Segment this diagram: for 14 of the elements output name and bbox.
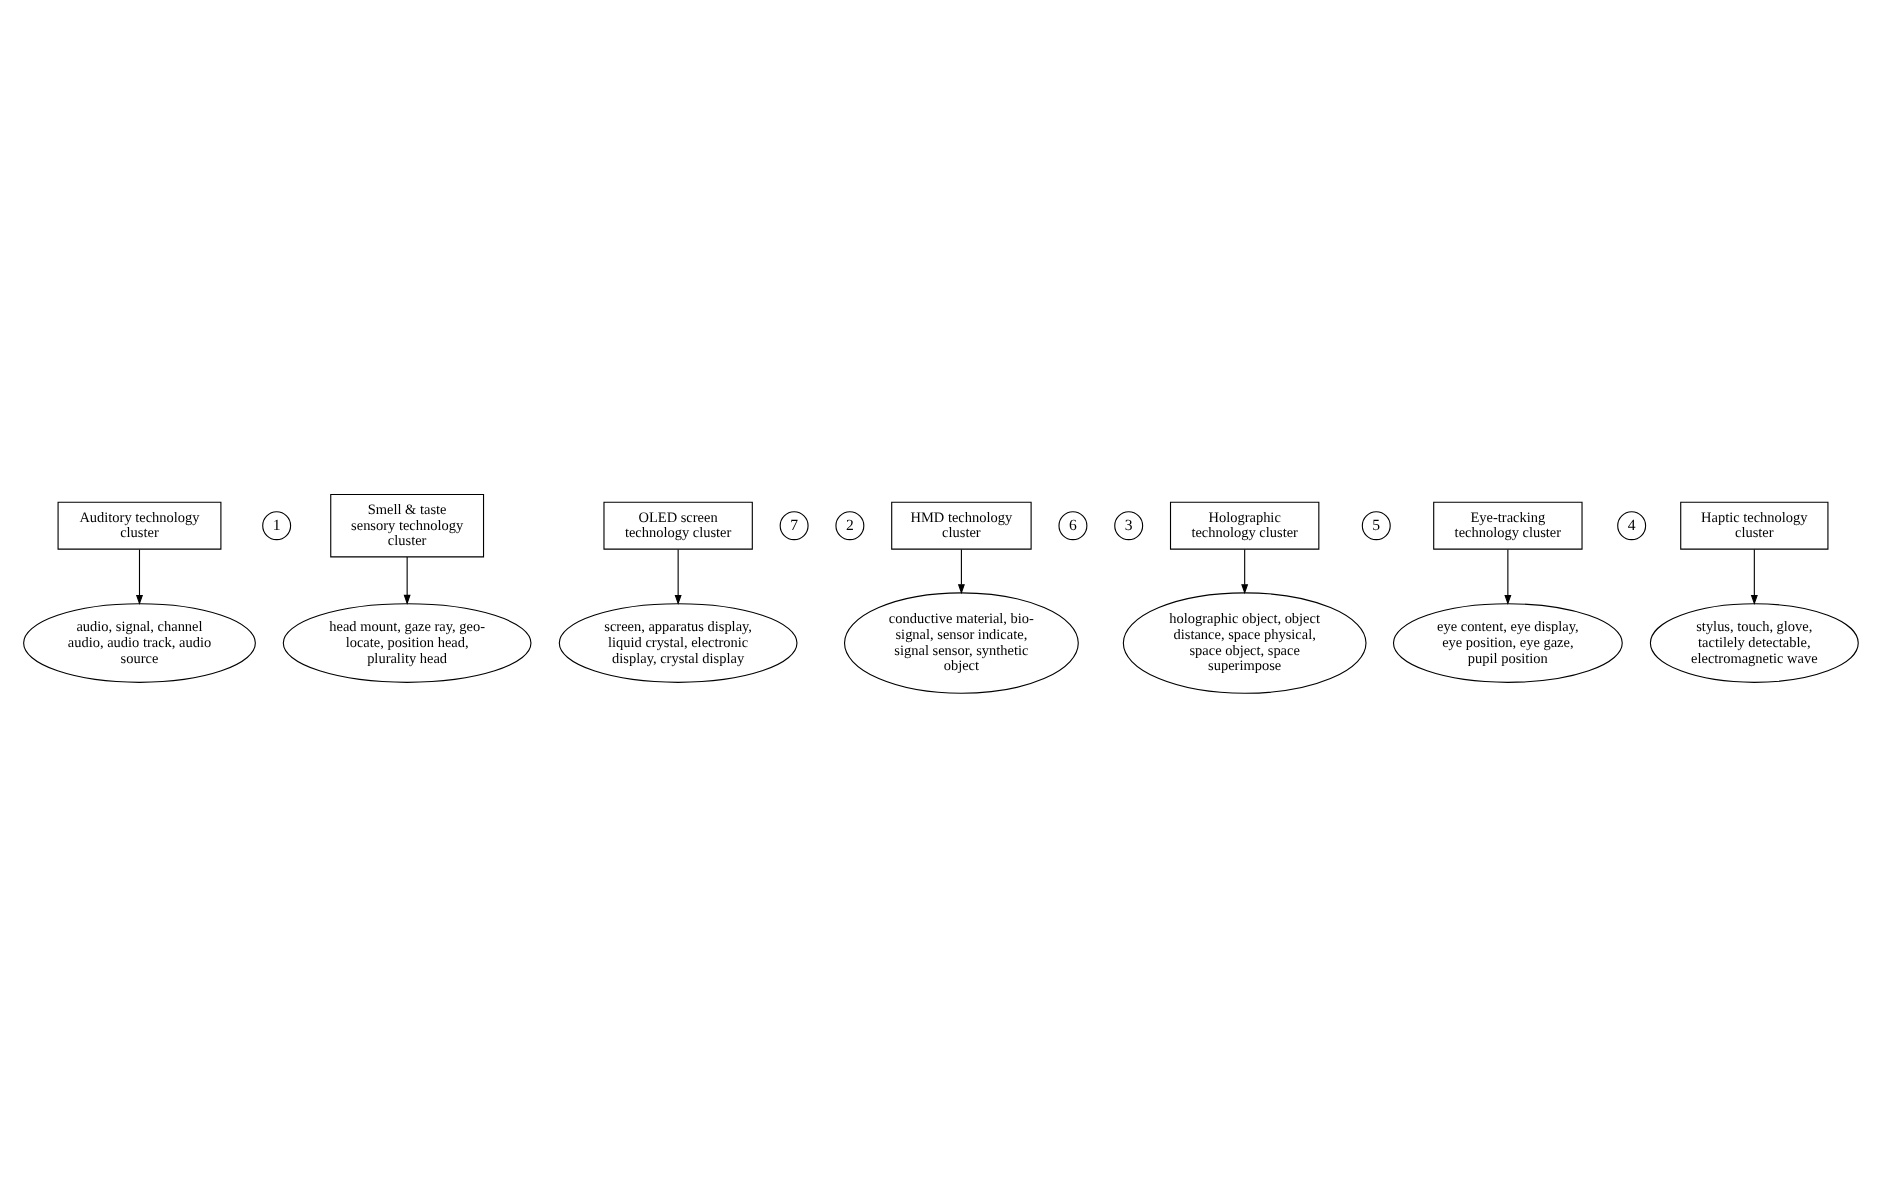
arrow [957, 548, 965, 594]
node-circle: 7 [779, 510, 809, 540]
node-circle: 4 [1617, 510, 1647, 540]
arrow [135, 548, 143, 605]
arrow [1241, 548, 1249, 594]
node-circle: 1 [262, 510, 292, 540]
node-circle: 5 [1361, 510, 1391, 540]
arrow [674, 548, 682, 605]
arrow [1750, 548, 1758, 605]
arrow [1504, 548, 1512, 605]
node-circle: 6 [1058, 510, 1088, 540]
node-circle: 3 [1114, 510, 1144, 540]
node-circle: 2 [835, 510, 865, 540]
arrow [403, 555, 411, 604]
